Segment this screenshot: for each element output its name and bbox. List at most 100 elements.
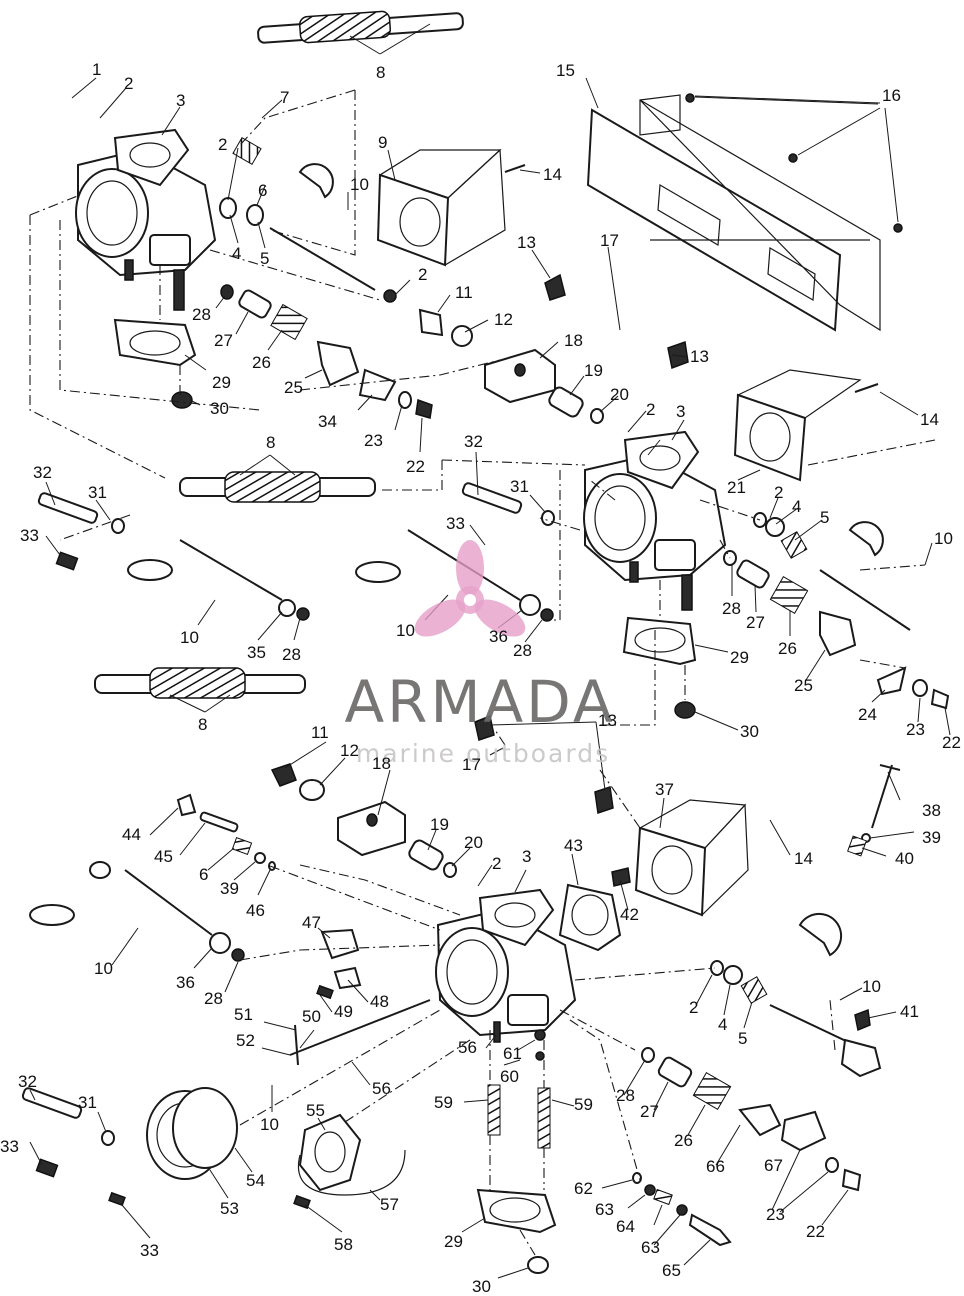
propeller-logo-icon (414, 540, 526, 637)
gasket-29-lower (476, 1188, 557, 1274)
callout-19: 19 (430, 815, 449, 834)
carburetor-top (75, 128, 217, 311)
pipe-17-top (544, 273, 689, 370)
callout-11: 11 (455, 283, 473, 302)
callout-33: 33 (446, 514, 465, 533)
callout-52: 52 (236, 1031, 255, 1050)
callout-47: 47 (302, 913, 321, 932)
callout-13: 13 (690, 347, 709, 366)
callout-30: 30 (472, 1277, 491, 1296)
callout-59: 59 (574, 1095, 593, 1114)
callout-29: 29 (212, 373, 231, 392)
callout-25: 25 (794, 676, 813, 695)
callout-25: 25 (284, 378, 303, 397)
callout-8-lower: 8 (198, 715, 207, 734)
callout-9: 9 (378, 133, 387, 152)
callout-33: 33 (20, 526, 39, 545)
callout-labels: 8 1 2 3 7 15 16 9 2 6 10 14 4 5 17 13 2 … (0, 60, 961, 1296)
callout-10: 10 (260, 1115, 279, 1134)
callout-48: 48 (370, 992, 389, 1011)
callout-2: 2 (492, 854, 501, 873)
watermark-brand: ARMADA (344, 668, 615, 736)
callout-31: 31 (78, 1093, 97, 1112)
callout-42: 42 (620, 905, 639, 924)
callout-4: 4 (718, 1015, 727, 1034)
callout-49: 49 (334, 1002, 353, 1021)
callout-32: 32 (18, 1072, 37, 1091)
callout-50: 50 (302, 1007, 321, 1026)
throttle-shaft-left (127, 539, 310, 621)
callout-15: 15 (556, 61, 575, 80)
callout-31: 31 (510, 477, 529, 496)
callout-12: 12 (340, 741, 359, 760)
callout-13: 13 (598, 711, 617, 730)
callout-23: 23 (906, 720, 925, 739)
mixture-screw-set (847, 764, 901, 857)
callout-66: 66 (706, 1157, 725, 1176)
callout-5: 5 (738, 1029, 747, 1048)
callout-62: 62 (574, 1179, 593, 1198)
callout-18: 18 (564, 331, 583, 350)
callout-22: 22 (806, 1222, 825, 1241)
callout-36: 36 (489, 627, 508, 646)
callout-30: 30 (740, 722, 759, 741)
callout-43: 43 (564, 836, 583, 855)
callout-59: 59 (434, 1093, 453, 1112)
callout-57: 57 (380, 1195, 399, 1214)
callout-3: 3 (176, 91, 185, 110)
screws-top (504, 93, 903, 393)
callout-33: 33 (0, 1137, 19, 1156)
callout-26: 26 (778, 639, 797, 658)
callout-46: 46 (246, 901, 265, 920)
callout-28: 28 (204, 989, 223, 1008)
callout-8-top: 8 (376, 63, 385, 82)
callout-36: 36 (176, 973, 195, 992)
gasket-plate-37 (634, 799, 749, 917)
callout-51: 51 (234, 1005, 253, 1024)
callout-55: 55 (306, 1101, 325, 1120)
gasket-29-top (113, 318, 197, 409)
callout-1: 1 (92, 60, 101, 79)
callout-12: 12 (494, 310, 513, 329)
callout-20: 20 (464, 833, 483, 852)
bracket-18-lower (270, 714, 614, 878)
callout-24: 24 (858, 705, 877, 724)
callout-2: 2 (646, 400, 655, 419)
callout-56: 56 (372, 1079, 391, 1098)
callout-19: 19 (584, 361, 603, 380)
choke-parts (316, 928, 362, 1000)
callout-40: 40 (895, 849, 914, 868)
callout-64: 64 (616, 1217, 635, 1236)
callout-10: 10 (396, 621, 415, 640)
callout-22: 22 (406, 457, 425, 476)
bracket-18-top (484, 348, 604, 424)
callout-45: 45 (154, 847, 173, 866)
pump-parts-lower (641, 1047, 862, 1192)
callout-14: 14 (543, 165, 562, 184)
callout-63: 63 (595, 1200, 614, 1219)
gasket-plate-9 (376, 148, 506, 267)
callout-23: 23 (364, 431, 383, 450)
callout-14: 14 (920, 410, 939, 429)
callout-5: 5 (260, 249, 269, 268)
callout-27: 27 (746, 613, 765, 632)
callout-2: 2 (689, 998, 698, 1017)
callout-16: 16 (882, 86, 901, 105)
throttle-shaft-lower (29, 861, 245, 962)
callout-11: 11 (311, 723, 329, 742)
callout-2: 2 (774, 483, 783, 502)
callout-10: 10 (934, 529, 953, 548)
callout-26: 26 (674, 1131, 693, 1150)
callout-10: 10 (862, 977, 881, 996)
callout-28: 28 (192, 305, 211, 324)
callout-56: 56 (458, 1038, 477, 1057)
callout-33: 33 (140, 1241, 159, 1260)
callout-4: 4 (232, 244, 241, 263)
callout-67: 67 (764, 1156, 783, 1175)
callout-6: 6 (258, 181, 267, 200)
studs-59 (487, 1021, 551, 1149)
callout-3: 3 (676, 402, 685, 421)
carburetor-lower (435, 888, 577, 1037)
callout-32: 32 (464, 432, 483, 451)
